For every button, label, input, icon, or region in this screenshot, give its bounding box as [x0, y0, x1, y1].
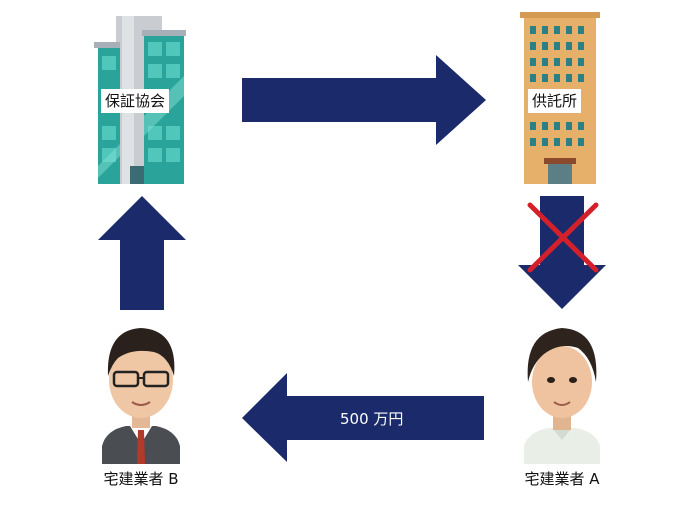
arrow-agent-a-to-agent-b	[242, 373, 484, 462]
node-agent-b-label: 宅建業者 B	[103, 470, 179, 488]
edge-label-amount: 500 万円	[340, 410, 404, 428]
arrow-association-to-depository	[242, 55, 486, 145]
node-depository-label: 供託所	[528, 89, 582, 113]
cross-mark-icon	[527, 202, 599, 273]
man-with-glasses-avatar-icon	[102, 328, 180, 464]
node-agent-a-label: 宅建業者 A	[524, 470, 600, 488]
arrow-depository-to-agent-a	[518, 196, 606, 309]
arrow-agent-b-to-association	[98, 196, 186, 310]
young-man-avatar-icon	[524, 328, 600, 464]
node-association-label: 保証協会	[101, 89, 170, 113]
